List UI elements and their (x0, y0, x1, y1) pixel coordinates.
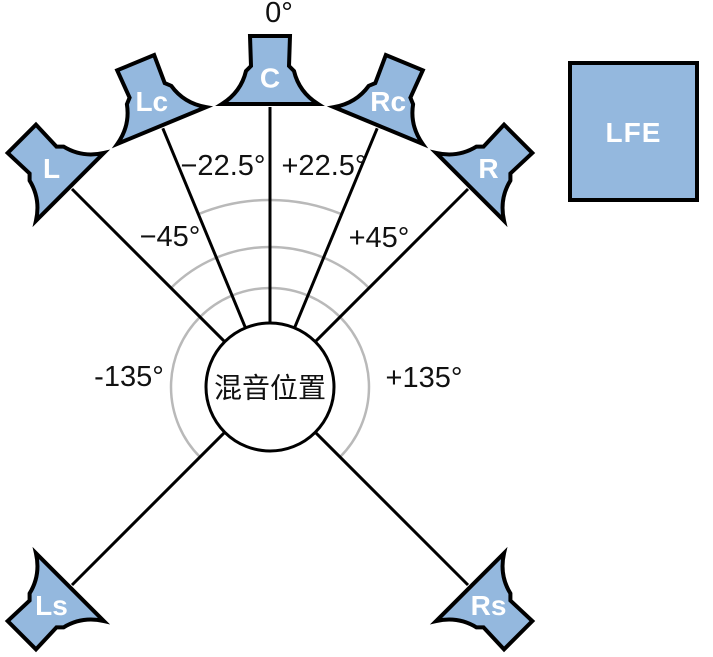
speaker-Ls (4, 546, 111, 653)
speaker-Lc (111, 52, 214, 149)
speaker-label-Lc: Lc (135, 86, 168, 117)
speaker-C (215, 34, 325, 106)
speaker-label-Ls: Ls (35, 590, 68, 621)
angle-label-5: -135° (94, 361, 164, 393)
speaker-label-R: R (478, 153, 498, 184)
speaker-LFE (568, 61, 699, 202)
speaker-Rc (326, 52, 429, 149)
speaker-label-Rc: Rc (370, 86, 406, 117)
spoke-Rs (314, 431, 470, 587)
angle-label-3: −45° (140, 221, 201, 253)
angle-label-4: +45° (349, 222, 410, 254)
spoke-Rc (293, 127, 379, 329)
mix-position-label: 混音位置 (214, 373, 326, 404)
angle-label-6: +135° (386, 362, 463, 394)
spoke-Lc (161, 127, 247, 329)
mix-position-circle (204, 321, 336, 453)
speaker-R (429, 121, 536, 228)
angle-label-1: −22.5° (181, 150, 266, 182)
spoke-Ls (70, 431, 226, 587)
speaker-Rs (429, 546, 536, 653)
speaker-label-C: C (260, 63, 280, 94)
speaker-label-L: L (43, 153, 60, 184)
spoke-R (314, 187, 470, 343)
speaker-L (4, 121, 111, 228)
angle-label-2: +22.5° (282, 150, 367, 182)
spoke-L (70, 187, 226, 343)
speaker-label-LFE: LFE (606, 117, 662, 148)
speaker-label-Rs: Rs (471, 590, 507, 621)
angle-label-0: 0° (265, 0, 293, 29)
